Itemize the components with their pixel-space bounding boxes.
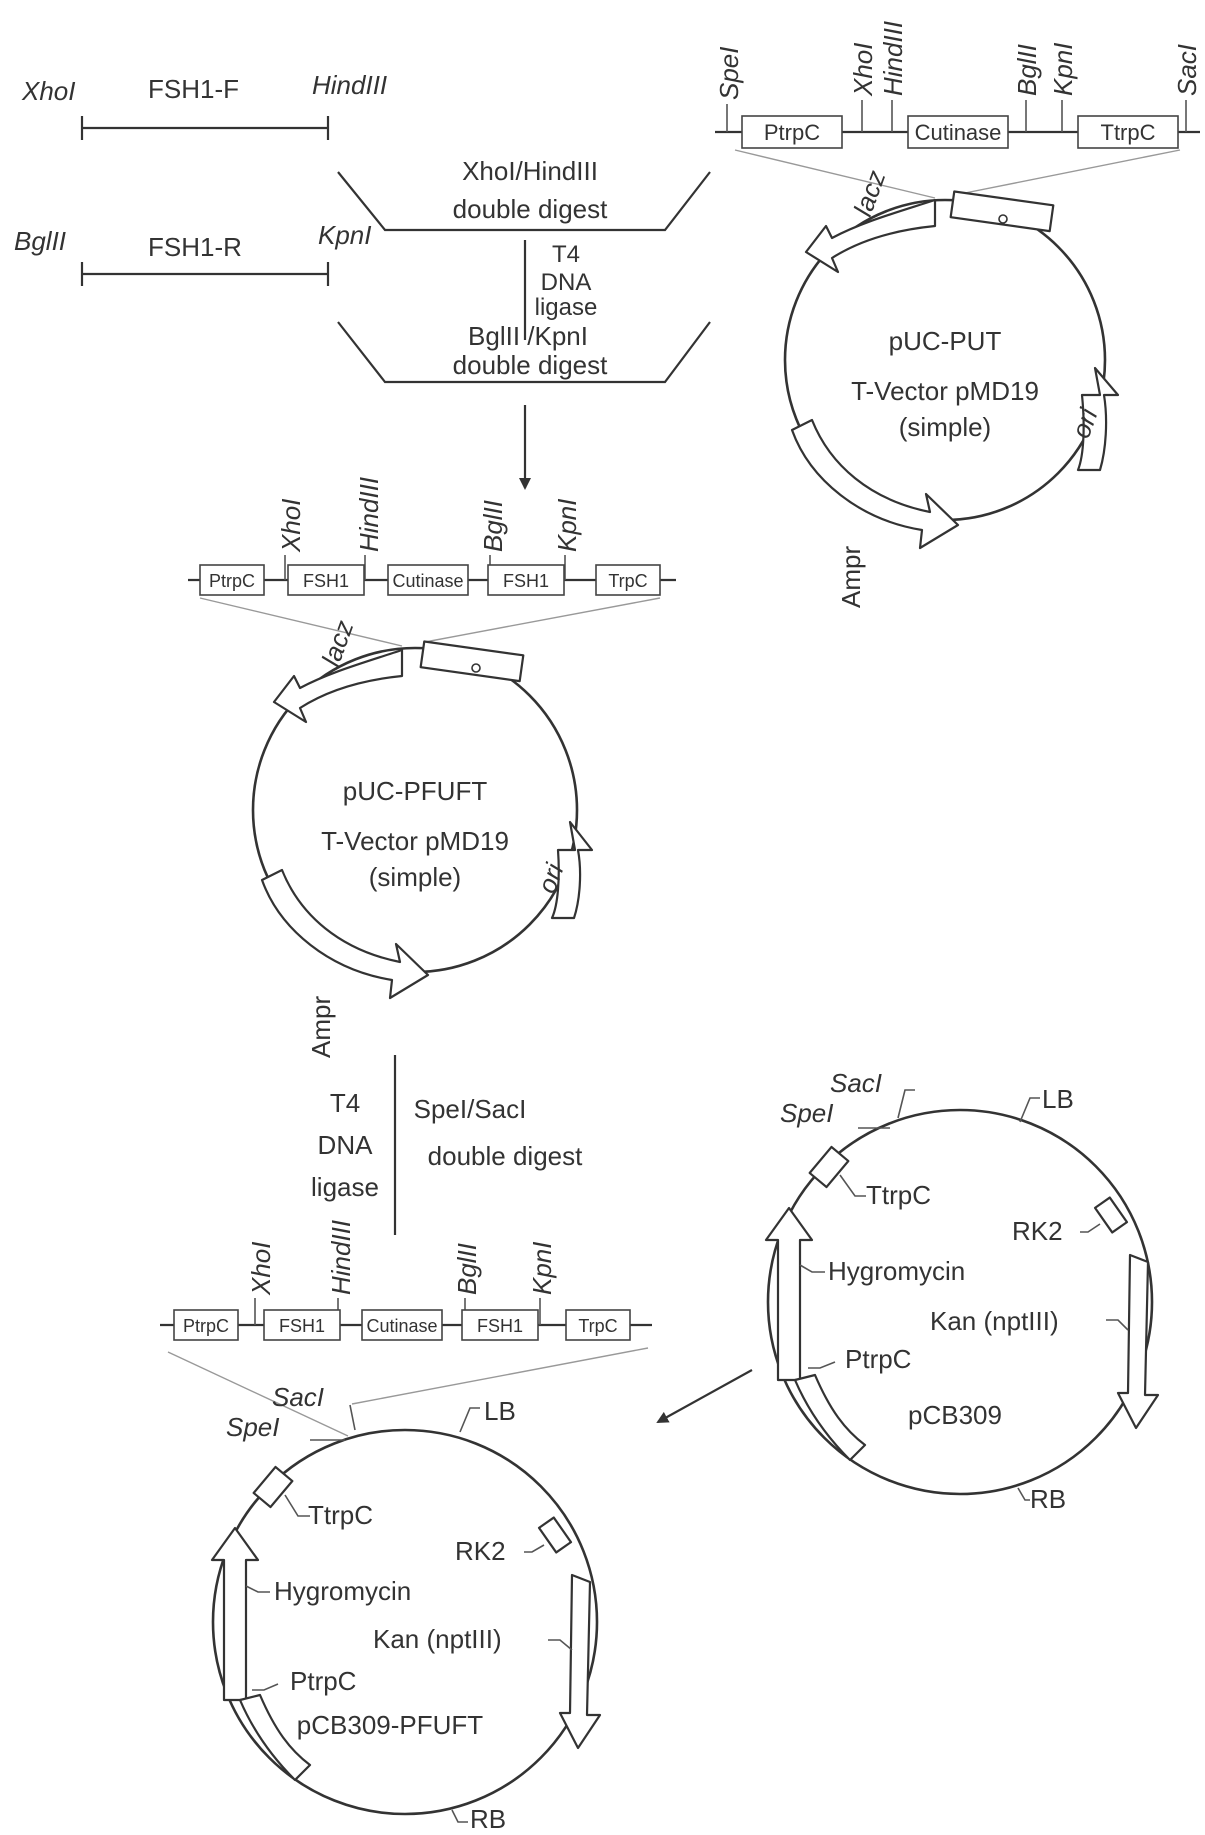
digest-label: double digest	[453, 194, 608, 224]
digest-label: SpeI/SacI	[414, 1094, 527, 1124]
plasmid-name: pUC-PUT	[889, 326, 1002, 356]
site-hindiii-label: HindIII	[354, 477, 384, 552]
site-spei-label: SpeI	[714, 47, 744, 101]
digest-label: double digest	[453, 350, 608, 380]
site-xhoi-label: XhoI	[276, 499, 306, 554]
vector-label: T-Vector pMD19	[321, 826, 509, 856]
plasmid-pcb309: SacI SpeI LB TtrpC RK2 Hygromycin Kan (n…	[764, 1068, 1160, 1514]
site-hindiii-label: HindIII	[312, 70, 387, 100]
ptrpc-label: PtrpC	[290, 1666, 356, 1696]
site-saci-label: SacI	[1172, 44, 1202, 96]
vector-label: (simple)	[369, 862, 461, 892]
vector-label: (simple)	[899, 412, 991, 442]
plasmid-name: pUC-PFUFT	[343, 776, 488, 806]
vector-label: T-Vector pMD19	[851, 376, 1039, 406]
digest-step-2: BglII /KpnI double digest	[337, 321, 711, 384]
fragment-name: FSH1-R	[148, 232, 242, 262]
fragment-fsh1-r: BglII FSH1-R KpnI	[14, 220, 372, 286]
hygromycin-label: Hygromycin	[274, 1576, 411, 1606]
rk2-label: RK2	[1012, 1216, 1063, 1246]
rb-label: RB	[1030, 1484, 1066, 1514]
ampr-label: Ampr	[836, 546, 866, 608]
box-ptrpc: PtrpC	[183, 1316, 229, 1336]
box-ttrpc: TtrpC	[1101, 120, 1156, 145]
box-fsh1: FSH1	[279, 1316, 325, 1336]
ligase-step-1: T4 DNA ligase	[523, 240, 598, 340]
digest-step-1: XhoI/HindIII double digest	[337, 156, 711, 232]
ptrpc-label: PtrpC	[845, 1344, 911, 1374]
box-trpc: TrpC	[608, 571, 647, 591]
site-kpni-label: KpnI	[1048, 43, 1078, 97]
rb-label: RB	[470, 1804, 506, 1834]
saci-label: SacI	[272, 1382, 324, 1412]
lb-label: LB	[484, 1396, 516, 1426]
plasmid-puc-put: SpeI XhoI HindIII BglII KpnI SacI PtrpC …	[714, 21, 1202, 608]
hygromycin-label: Hygromycin	[828, 1256, 965, 1286]
box-trpc: TrpC	[578, 1316, 617, 1336]
ligase-label: ligase	[311, 1172, 379, 1202]
box-ptrpc: PtrpC	[764, 120, 820, 145]
spei-label: SpeI	[780, 1098, 834, 1128]
ttrpc-label: TtrpC	[866, 1180, 931, 1210]
rk2-label: RK2	[455, 1536, 506, 1566]
plasmid-name: pCB309	[908, 1400, 1002, 1430]
box-fsh1: FSH1	[303, 571, 349, 591]
digest-label: double digest	[428, 1141, 583, 1171]
box-cutinase: Cutinase	[366, 1316, 437, 1336]
spei-label: SpeI	[226, 1412, 280, 1442]
ampr-label: Ampr	[306, 996, 336, 1058]
box-ptrpc: PtrpC	[209, 571, 255, 591]
ligase-label: DNA	[541, 269, 592, 296]
kan-label: Kan (nptIII)	[373, 1624, 502, 1654]
box-fsh1: FSH1	[477, 1316, 523, 1336]
ligase-label: ligase	[535, 294, 598, 321]
flow-arrow-left	[656, 1369, 753, 1423]
digest-label: XhoI/HindIII	[462, 156, 598, 186]
digest-label: BglII /KpnI	[468, 321, 588, 351]
site-hindiii-label: HindIII	[326, 1220, 356, 1295]
site-kpni-label: KpnI	[318, 220, 372, 250]
site-kpni-label: KpnI	[527, 1242, 557, 1296]
plasmid-pcb309-pfuft: SacI SpeI LB TtrpC RK2 Hygromycin Kan (n…	[210, 1382, 602, 1834]
site-bglii-label: BglII	[1012, 44, 1042, 96]
site-xhoi-label: XhoI	[21, 76, 76, 106]
box-fsh1: FSH1	[503, 571, 549, 591]
digest-step-3: SpeI/SacI double digest	[414, 1094, 583, 1171]
lb-label: LB	[1042, 1084, 1074, 1114]
ligase-label: T4	[330, 1088, 360, 1118]
saci-label: SacI	[830, 1068, 882, 1098]
ttrpc-label: TtrpC	[308, 1500, 373, 1530]
fragment-fsh1-f: XhoI FSH1-F HindIII	[21, 70, 387, 140]
lacz-label: lacz	[315, 616, 359, 670]
ligase-step-2: T4 DNA ligase	[311, 1055, 397, 1235]
site-bglii-label: BglII	[478, 500, 508, 552]
plasmid-puc-pfuft: XhoI HindIII BglII KpnI PtrpC FSH1 Cutin…	[188, 477, 676, 1058]
plasmid-name: pCB309-PFUFT	[297, 1710, 483, 1740]
site-kpni-label: KpnI	[552, 499, 582, 553]
box-cutinase: Cutinase	[392, 571, 463, 591]
box-cutinase: Cutinase	[915, 120, 1002, 145]
ligase-label: T4	[552, 241, 580, 268]
ligase-label: DNA	[318, 1130, 374, 1160]
kan-label: Kan (nptIII)	[930, 1306, 1059, 1336]
site-bglii-label: BglII	[452, 1243, 482, 1295]
cassette-map: XhoI HindIII BglII KpnI PtrpC FSH1 Cutin…	[160, 1220, 652, 1437]
site-hindiii-label: HindIII	[878, 21, 908, 96]
fragment-name: FSH1-F	[148, 74, 239, 104]
site-xhoi-label: XhoI	[848, 43, 878, 98]
site-xhoi-label: XhoI	[246, 1242, 276, 1297]
site-bglii-label: BglII	[14, 226, 66, 256]
